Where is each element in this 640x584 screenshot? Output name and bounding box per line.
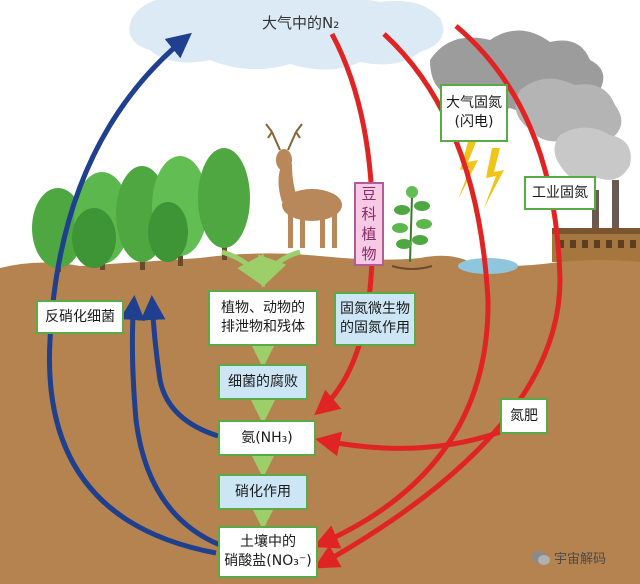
deer bbox=[265, 123, 342, 248]
denitrifying-bacteria-box: 反硝化细菌 bbox=[36, 300, 124, 334]
arrow-ammonia-to-plants bbox=[140, 295, 219, 439]
fertilizer-label: 氮肥 bbox=[510, 407, 538, 424]
denitrifying-bacteria-label: 反硝化细菌 bbox=[45, 308, 115, 325]
arrow-lightning-to-nitrate bbox=[313, 32, 491, 549]
atmospheric-n2-label: 大气中的N₂ bbox=[262, 14, 340, 32]
watermark-label: 宇宙解码 bbox=[554, 552, 607, 567]
nitrification-box: 硝化作用 bbox=[218, 474, 308, 510]
watermark: 宇宙解码 bbox=[532, 548, 606, 567]
bacterial-decay-box: 细菌的腐败 bbox=[218, 364, 308, 400]
microbes-label-line-1: 固氮微生物 bbox=[340, 301, 410, 317]
soil-nitrate-box: 土壤中的 硝酸盐(NO₃⁻) bbox=[218, 526, 318, 578]
legume-char-1: 豆 bbox=[361, 185, 377, 203]
bacterial-decay-label: 细菌的腐败 bbox=[228, 373, 298, 390]
arrow-denitrification-to-n2 bbox=[46, 32, 217, 556]
legume-box: 豆 科 植 物 bbox=[354, 182, 384, 266]
pond bbox=[458, 258, 518, 274]
arrow-industrial-fixation bbox=[313, 24, 563, 569]
trees bbox=[32, 148, 250, 272]
arrow-fertilizer-to-ammonia bbox=[315, 429, 501, 457]
legume-plant bbox=[391, 186, 433, 270]
legume-char-4: 物 bbox=[361, 245, 377, 263]
industrial-fixation-label: 工业固氮 bbox=[532, 184, 588, 201]
fertilizer-box: 氮肥 bbox=[500, 398, 548, 434]
atmospheric-fixation-box: 大气固氮 (闪电) bbox=[440, 84, 508, 142]
nitrate-label-line-1: 土壤中的 bbox=[240, 534, 296, 550]
arrow-nitrate-to-plants bbox=[119, 295, 221, 548]
ammonia-box: 氨(NH₃) bbox=[218, 420, 316, 456]
lightning-bolt-left bbox=[458, 142, 478, 200]
lightning-bolt-right bbox=[484, 148, 504, 208]
microbes-label-line-2: 的固氮作用 bbox=[340, 320, 410, 336]
arrow-animals-to-excreta bbox=[258, 249, 301, 288]
nitrification-label: 硝化作用 bbox=[235, 483, 291, 500]
legume-char-3: 植 bbox=[361, 225, 377, 243]
ammonia-label: 氨(NH₃) bbox=[241, 429, 293, 446]
excreta-label-line-1: 植物、动物的 bbox=[221, 300, 305, 316]
excreta-residue-box: 植物、动物的 排泄物和残体 bbox=[208, 290, 318, 346]
factory bbox=[552, 180, 640, 262]
nitrogen-fixing-microbes-box: 固氮微生物 的固氮作用 bbox=[334, 292, 416, 346]
legume-char-2: 科 bbox=[361, 205, 377, 223]
nitrate-label-line-2: 硝酸盐(NO₃⁻) bbox=[224, 553, 312, 569]
chat-bubble-icon bbox=[532, 550, 550, 565]
n2-cloud bbox=[129, 0, 444, 70]
industrial-fixation-box: 工业固氮 bbox=[524, 176, 596, 210]
excreta-label-line-2: 排泄物和残体 bbox=[221, 319, 305, 335]
soil bbox=[0, 253, 640, 584]
lightning-label: (闪电) bbox=[454, 114, 494, 130]
atmospheric-fixation-label: 大气固氮 bbox=[446, 95, 502, 111]
